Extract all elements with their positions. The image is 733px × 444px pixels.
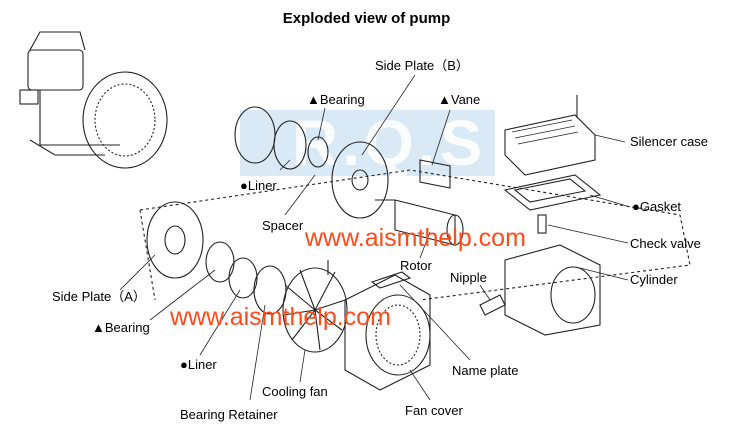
label-side-plate-b: Side Plate（B）	[375, 58, 469, 73]
label-nipple: Nipple	[450, 270, 487, 285]
label-name-plate: Name plate	[452, 363, 519, 378]
label-liner-top: ●Liner	[240, 178, 277, 193]
label-check-valve: Check valve	[630, 236, 701, 251]
diagram-title: Exploded view of pump	[282, 10, 451, 27]
label-bearing-top: ▲Bearing	[307, 92, 365, 107]
label-vane: ▲Vane	[438, 92, 481, 107]
label-side-plate-a: Side Plate（A）	[52, 289, 146, 304]
label-liner-bottom: ●Liner	[180, 357, 217, 372]
label-rotor: Rotor	[400, 258, 432, 273]
label-gasket: ●Gasket	[632, 199, 682, 214]
label-spacer: Spacer	[262, 218, 304, 233]
watermark-url: www.aismthelp.com	[170, 303, 391, 331]
label-cylinder: Cylinder	[630, 272, 678, 287]
watermark-url: www.aismthelp.com	[305, 224, 526, 252]
label-cooling-fan: Cooling fan	[262, 384, 328, 399]
label-bearing-bottom: ▲Bearing	[92, 320, 150, 335]
cooling-fan	[282, 260, 348, 353]
label-silencer-case: Silencer case	[630, 134, 709, 149]
assembled-pump	[19, 31, 168, 169]
label-fan-cover: Fan cover	[405, 403, 463, 418]
label-bearing-retainer: Bearing Retainer	[180, 407, 278, 422]
